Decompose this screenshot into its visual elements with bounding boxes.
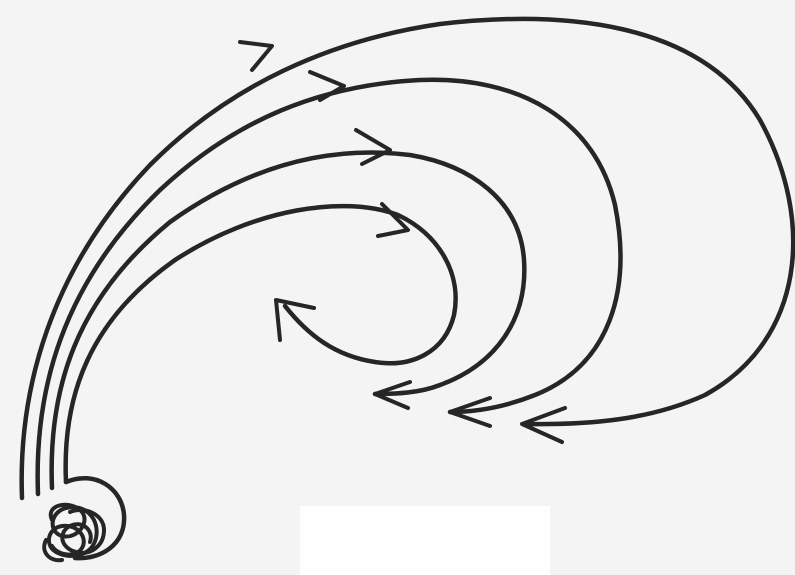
arrow-head-icon — [356, 130, 390, 164]
loop-second — [38, 80, 621, 494]
arrow-head-icon — [240, 42, 272, 70]
loop-outer — [22, 19, 794, 498]
blank-patch — [300, 506, 550, 575]
loop-inner — [66, 206, 456, 482]
scribble-coil-icon — [44, 505, 104, 560]
